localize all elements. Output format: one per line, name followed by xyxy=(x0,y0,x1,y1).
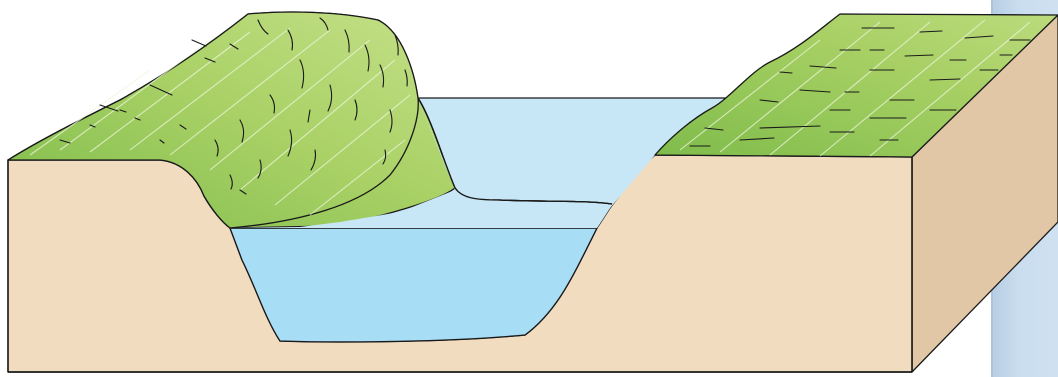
valley-block-diagram xyxy=(0,0,1058,377)
diagram-canvas xyxy=(0,0,1058,377)
